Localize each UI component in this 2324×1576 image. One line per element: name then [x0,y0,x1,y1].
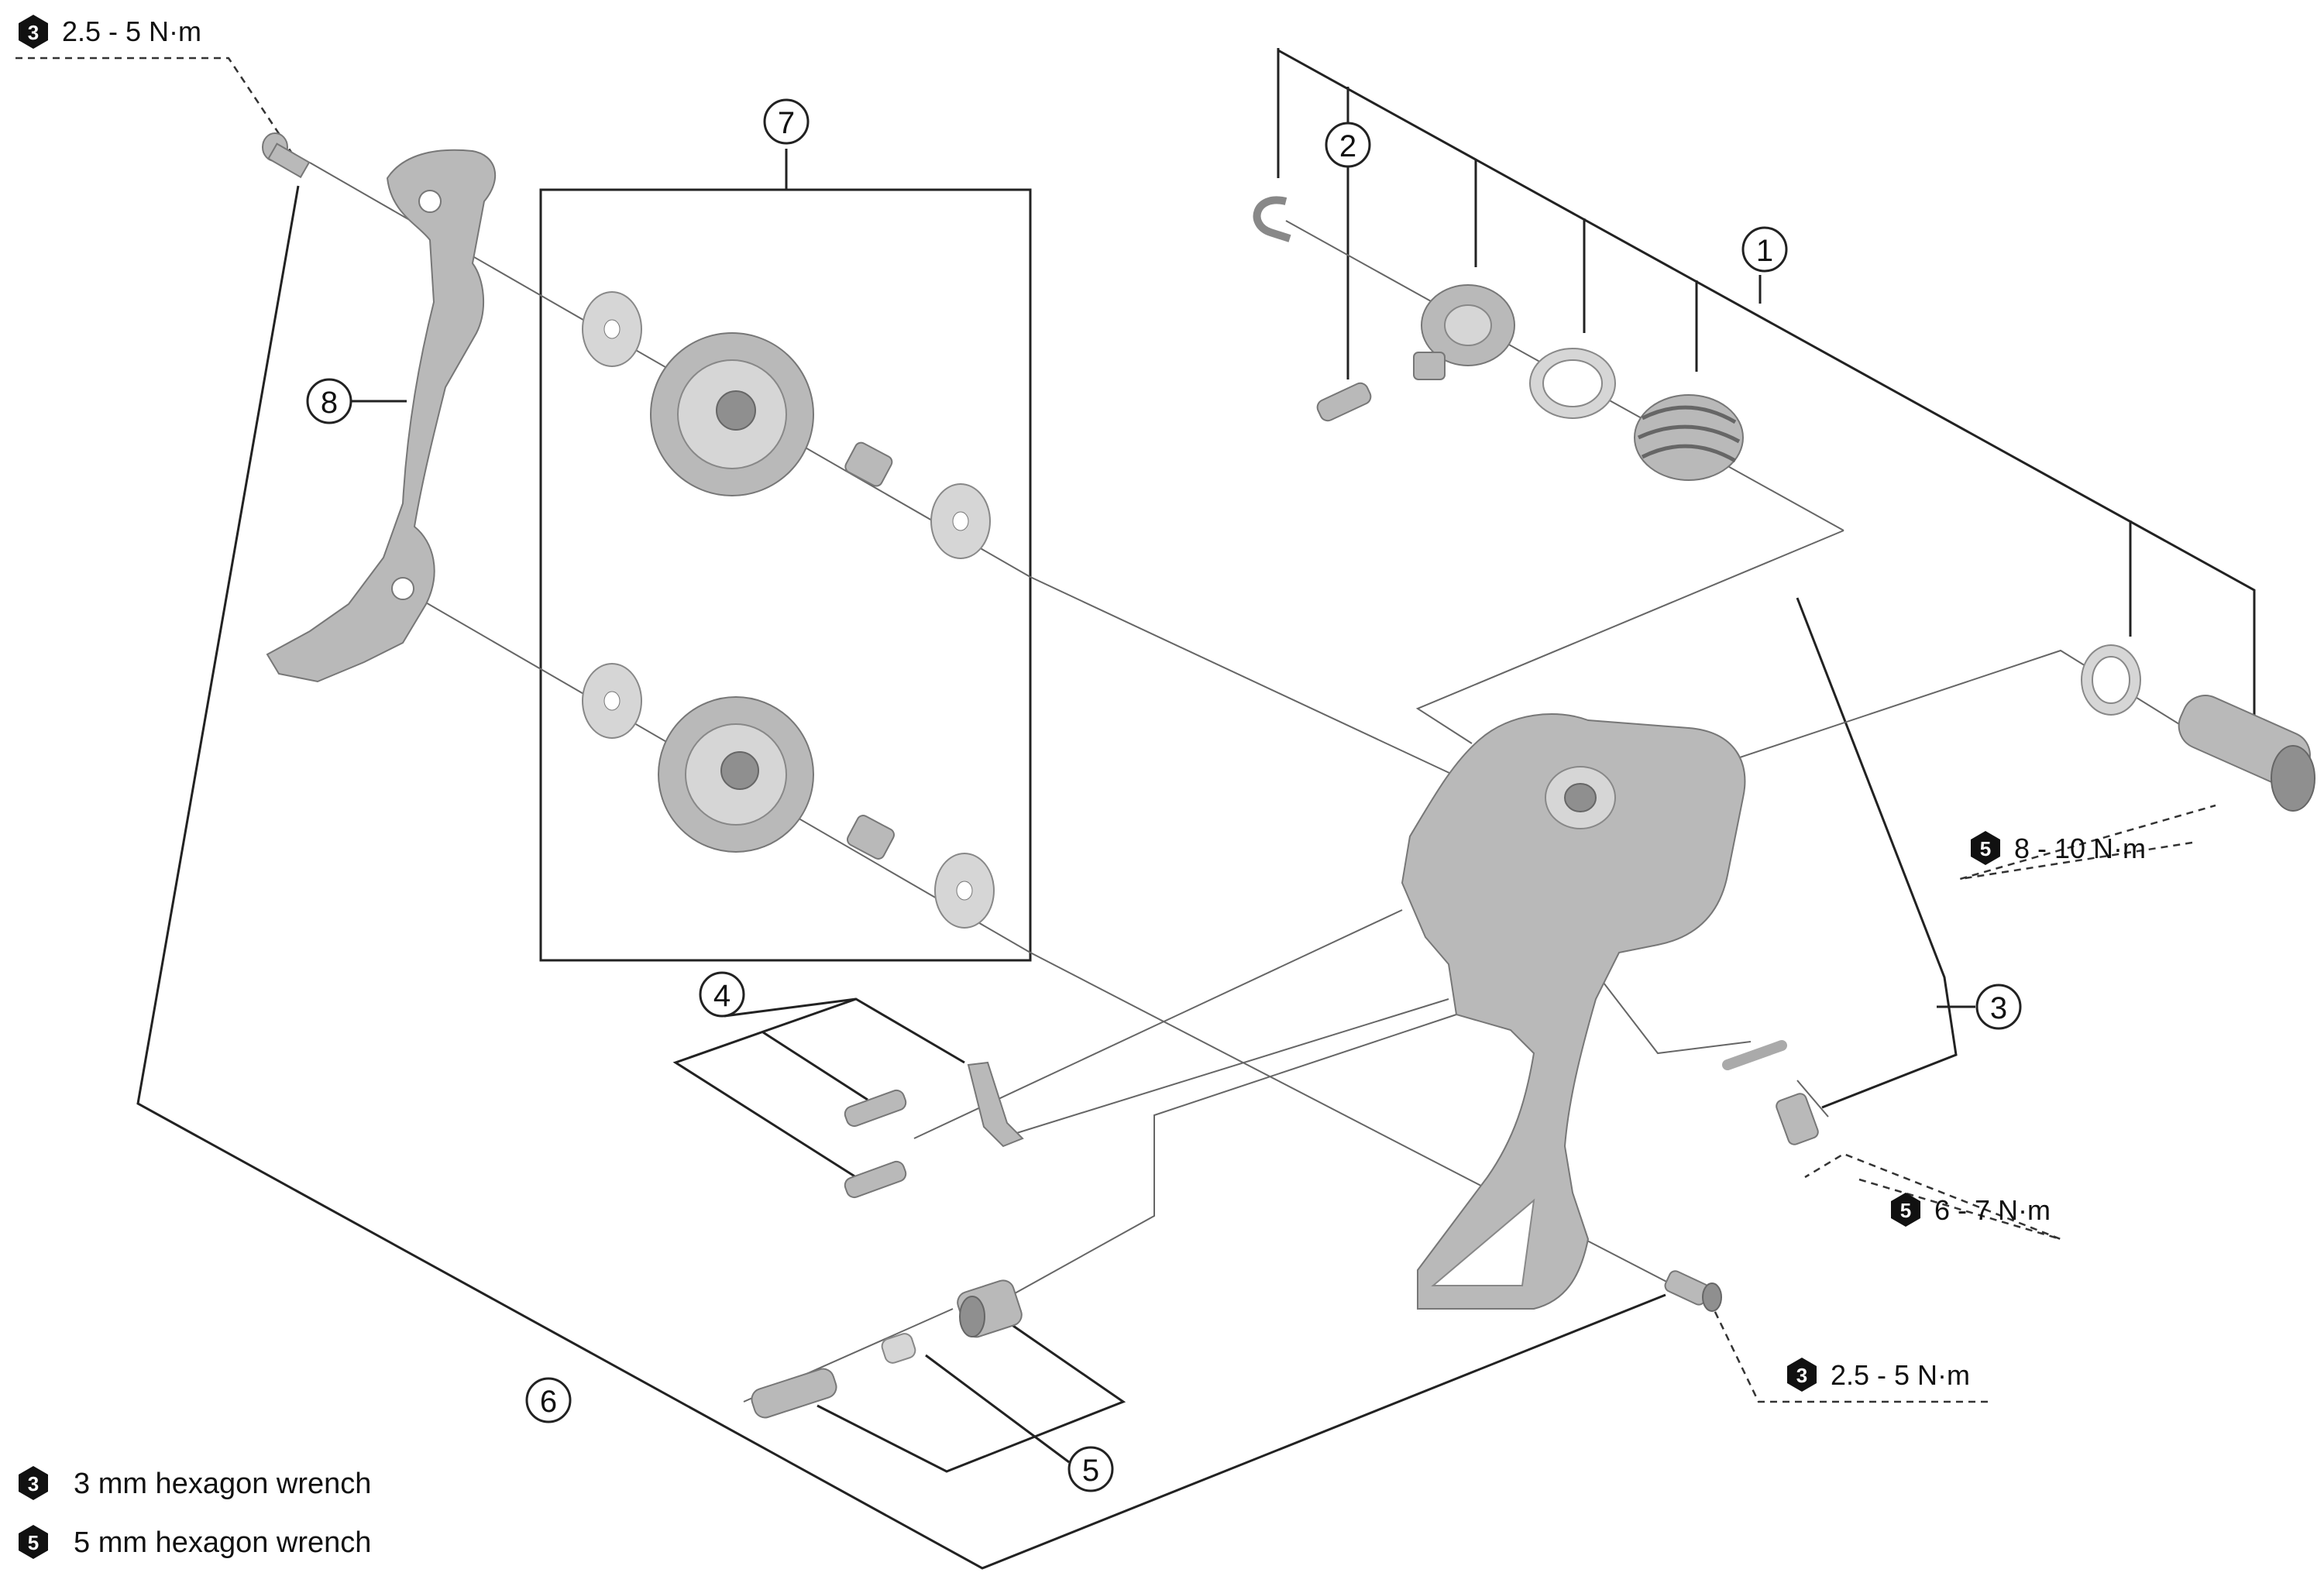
svg-text:5: 5 [1900,1199,1911,1222]
legend-item-5mm: 5 5 mm hexagon wrench [19,1525,371,1559]
hexagon-wrench-icon [1971,831,2000,865]
axle-bolt [2178,695,2315,812]
adjust-spring [881,1333,916,1364]
svg-text:5: 5 [28,1531,39,1554]
svg-text:1: 1 [1756,234,1773,268]
small-screw [1316,382,1372,422]
derailleur-body [1401,713,1746,1310]
svg-text:4: 4 [713,979,731,1013]
leader-lines [15,48,2286,1570]
svg-text:2.5 - 5 N·m: 2.5 - 5 N·m [62,15,201,47]
cage-hole-top [418,190,442,213]
hexagon-wrench-icon [1891,1193,1920,1227]
torque-right-stop: 5 6 - 7 N·m [1891,1193,2051,1227]
svg-text:6: 6 [540,1385,557,1419]
svg-text:5 mm hexagon wrench: 5 mm hexagon wrench [74,1526,371,1559]
return-spring [1634,394,1744,481]
adjust-bolt [751,1368,837,1419]
stop-bolt [1776,1093,1819,1145]
hexagon-wrench-icon [19,15,48,49]
svg-text:3: 3 [28,21,39,44]
svg-text:8 - 10 N·m: 8 - 10 N·m [2014,833,2146,864]
torque-top-left: 3 2.5 - 5 N·m [19,15,201,49]
adjust-nut [957,1279,1023,1338]
torque-right-axle: 5 8 - 10 N·m [1971,831,2146,865]
svg-text:3: 3 [1796,1364,1807,1387]
callout-4: 4 [699,971,745,1018]
upper-pulley [650,332,814,496]
parts [262,132,2315,1419]
pulley-bolt [1664,1270,1722,1312]
cage-hole-bottom [391,577,414,600]
svg-text:3: 3 [28,1472,39,1495]
callout-1: 1 [1741,226,1788,273]
callout-3: 3 [1975,984,2022,1030]
svg-text:8: 8 [321,386,338,420]
callout-8: 8 [306,378,352,424]
svg-text:6 - 7 N·m: 6 - 7 N·m [1934,1194,2051,1226]
fixing-bolt-2 [844,1160,907,1199]
torque-bottom-right: 3 2.5 - 5 N·m [1787,1358,1970,1392]
hexagon-wrench-icon [1787,1358,1817,1392]
hexagon-wrench-icon [19,1466,48,1500]
callout-2: 2 [1325,122,1371,168]
lower-pulley [658,696,814,853]
svg-text:2: 2 [1339,129,1356,163]
fixing-bolt-1 [844,1089,907,1128]
inner-cage-plate [266,149,497,683]
callout-7: 7 [763,98,810,145]
cable-guide-plate [967,1061,1024,1148]
svg-text:3 mm hexagon wrench: 3 mm hexagon wrench [74,1468,371,1500]
top-bolt [262,132,311,179]
legend: 3 3 mm hexagon wrench 5 5 mm hexagon wre… [19,1466,371,1559]
svg-text:5: 5 [1980,837,1991,860]
upper-bushing [844,441,893,487]
svg-text:2.5 - 5 N·m: 2.5 - 5 N·m [1831,1359,1970,1391]
svg-text:5: 5 [1082,1454,1099,1488]
legend-item-3mm: 3 3 mm hexagon wrench [19,1466,371,1500]
stop-pin [1722,1040,1787,1070]
callout-6: 6 [525,1377,572,1423]
hexagon-wrench-icon [19,1525,48,1559]
clip [1253,196,1291,242]
b-tension-plate [1413,284,1515,380]
svg-text:3: 3 [1990,991,2007,1025]
callout-5: 5 [1067,1446,1114,1492]
lower-bushing [847,815,895,860]
svg-text:7: 7 [778,106,795,140]
